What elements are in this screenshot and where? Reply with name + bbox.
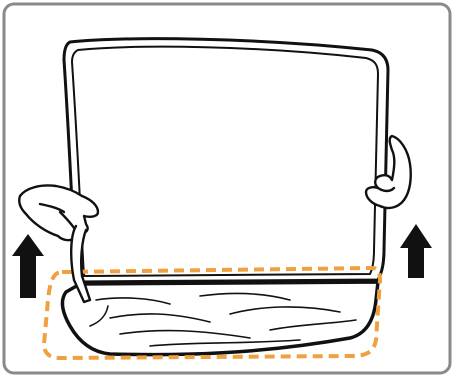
instruction-diagram [0, 0, 454, 377]
